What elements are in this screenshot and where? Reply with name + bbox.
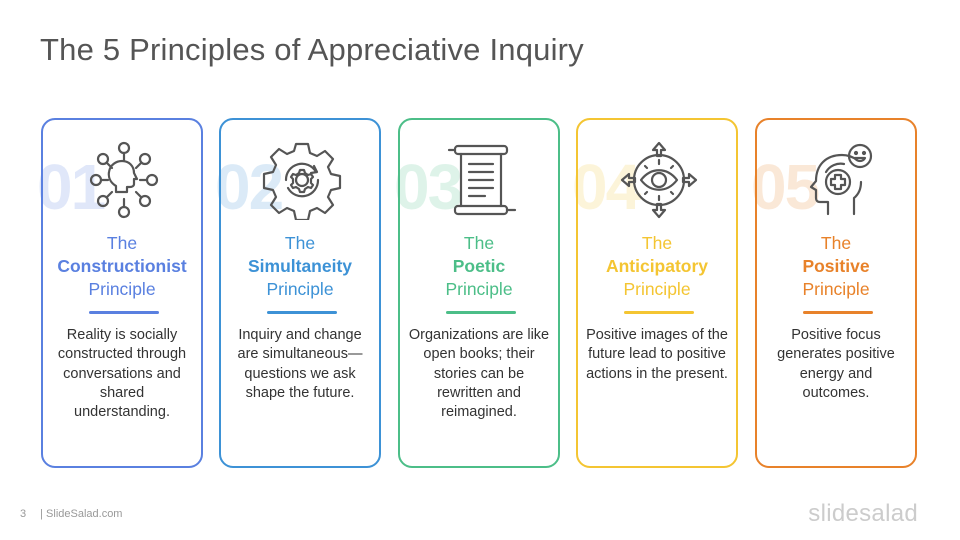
principle-card: 02 The Simultaneity Principle Inquiry an… [215, 118, 381, 468]
slidesalad-logo: slidesalad [808, 500, 918, 527]
card-heading-name: Anticipatory [605, 256, 709, 276]
card-divider [89, 311, 159, 314]
gear-cycle-icon [262, 140, 342, 222]
card-heading-pre: The [641, 233, 673, 253]
card-heading-name: Poetic [452, 256, 506, 276]
card-description: Inquiry and change are simultaneous—ques… [237, 327, 363, 401]
card-description: Positive images of the future lead to po… [586, 327, 728, 382]
card-divider [624, 311, 694, 314]
eye-compass-icon [619, 140, 699, 220]
head-network-icon [84, 140, 164, 220]
card-heading-post: Principle [266, 279, 334, 299]
card-heading: The Poetic Principle [400, 232, 558, 301]
card-heading: The Constructionist Principle [43, 232, 201, 301]
slide-title: The 5 Principles of Appreciative Inquiry [40, 32, 584, 67]
card-heading-pre: The [820, 233, 852, 253]
card-description: Positive focus generates positive energy… [777, 327, 895, 401]
card-number: 02 [215, 151, 284, 223]
card-heading-name: Constructionist [57, 256, 187, 276]
principle-card: 01 The Constructionist Principle Reality… [37, 118, 203, 468]
card-heading-post: Principle [623, 279, 691, 299]
page-number: 3 [20, 508, 27, 520]
card-number: 04 [572, 151, 641, 223]
card-number: 03 [394, 151, 463, 223]
card-heading-pre: The [284, 233, 316, 253]
card-heading-name: Positive [802, 256, 870, 276]
principle-card: 05 The Positive Principle Positive focus… [751, 118, 917, 468]
card-number: 05 [751, 151, 820, 223]
scroll-icon [441, 140, 521, 220]
card-description: Organizations are like open books; their… [408, 327, 550, 421]
card-heading-post: Principle [802, 279, 870, 299]
card-divider [267, 311, 337, 314]
card-heading-post: Principle [88, 279, 156, 299]
card-divider [803, 311, 873, 314]
card-heading-pre: The [463, 233, 495, 253]
card-heading-pre: The [106, 233, 138, 253]
principle-card: 03 The Poetic Principle Organizations ar… [394, 118, 560, 468]
footer-site: | SlideSalad.com [40, 508, 123, 520]
card-number: 01 [37, 151, 106, 223]
positive-mind-icon [798, 140, 878, 220]
card-heading-post: Principle [445, 279, 513, 299]
card-description: Reality is socially constructed through … [57, 327, 187, 421]
card-heading: The Simultaneity Principle [221, 232, 379, 301]
card-heading: The Positive Principle [757, 232, 915, 301]
card-heading-name: Simultaneity [247, 256, 353, 276]
card-divider [446, 311, 516, 314]
card-heading: The Anticipatory Principle [578, 232, 736, 301]
principle-card: 04 The Anticipatory Principle Positive i… [572, 118, 738, 468]
footer: 3 | SlideSalad.com [20, 508, 122, 520]
